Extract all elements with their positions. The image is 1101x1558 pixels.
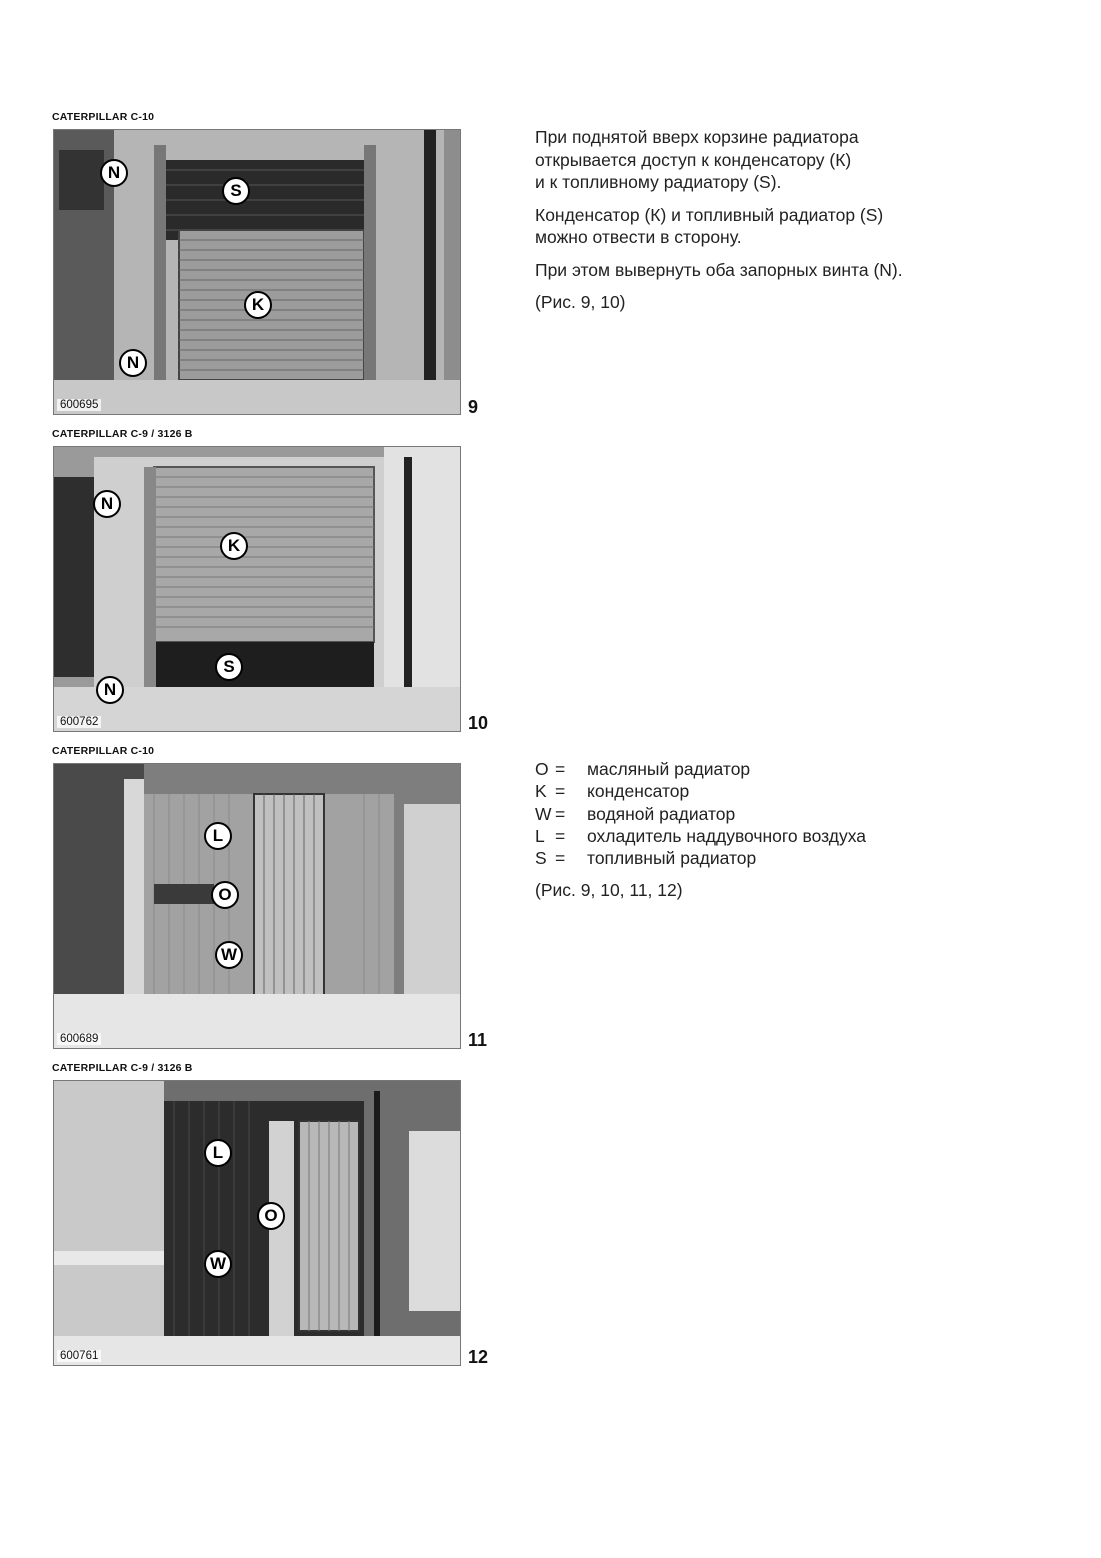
- photo-illustration: [54, 764, 460, 1048]
- callout-k: K: [220, 532, 248, 560]
- text-line: можно отвести в сторону.: [535, 227, 742, 247]
- legend-desc: конденсатор: [587, 781, 690, 802]
- legend: O = масляный радиатор K = конденсатор W …: [535, 758, 866, 902]
- photo-id: 600762: [57, 716, 102, 728]
- text-line: и к топливному радиатору (S).: [535, 172, 782, 192]
- callout-l: L: [204, 1139, 232, 1167]
- legend-equals: =: [555, 803, 566, 824]
- callout-o: O: [257, 1202, 285, 1230]
- legend-row: S = топливный радиатор: [535, 847, 866, 869]
- callout-n: N: [96, 676, 124, 704]
- legend-row: L = охладитель наддувочного воздуха: [535, 825, 866, 847]
- legend-desc: водяной радиатор: [587, 803, 736, 824]
- figure-number: 10: [468, 713, 489, 733]
- legend-key: W: [535, 803, 552, 824]
- legend-key: O: [535, 759, 549, 779]
- paragraph: При поднятой вверх корзине радиатора отк…: [535, 126, 1055, 194]
- text-line: При поднятой вверх корзине радиатора: [535, 127, 859, 147]
- photo-id: 600689: [57, 1033, 102, 1045]
- text-line: Конденсатор (К) и топливный радиатор (S): [535, 204, 884, 225]
- callout-l: L: [204, 822, 232, 850]
- figure-caption: CATERPILLAR C-10: [52, 745, 155, 757]
- paragraph: Конденсатор (К) и топливный радиатор (S)…: [535, 204, 1055, 249]
- legend-row: K = конденсатор: [535, 780, 866, 802]
- photo-id: 600761: [57, 1350, 102, 1362]
- photo-radiator-basket-fig10: N K S N 600762: [53, 446, 461, 732]
- legend-equals: =: [555, 848, 566, 869]
- legend-desc: охладитель наддувочного воздуха: [587, 825, 867, 846]
- figure-reference: (Рис. 9, 10): [535, 291, 1055, 314]
- photo-radiator-fig11: L O W 600689: [53, 763, 461, 1049]
- callout-w: W: [204, 1250, 232, 1278]
- instructions-text: При поднятой вверх корзине радиатора отк…: [535, 126, 1055, 324]
- figure-number: 11: [468, 1030, 488, 1050]
- callout-n: N: [119, 349, 147, 377]
- paragraph: При этом вывернуть оба запорных винта (N…: [535, 259, 1055, 282]
- callout-n: N: [93, 490, 121, 518]
- legend-row: O = масляный радиатор: [535, 758, 866, 780]
- callout-n: N: [100, 159, 128, 187]
- photo-radiator-basket-fig9: N S K N 600695: [53, 129, 461, 415]
- callout-o: O: [211, 881, 239, 909]
- callout-s: S: [215, 653, 243, 681]
- legend-key: L: [535, 825, 545, 846]
- figure-caption: CATERPILLAR C-9 / 3126 B: [52, 428, 193, 440]
- figure-number: 9: [468, 397, 479, 417]
- photo-illustration: [54, 447, 460, 731]
- legend-equals: =: [555, 825, 566, 846]
- legend-desc: масляный радиатор: [587, 759, 751, 779]
- photo-id: 600695: [57, 399, 102, 411]
- text-line: При этом вывернуть оба запорных винта (N…: [535, 259, 903, 280]
- callout-s: S: [222, 177, 250, 205]
- legend-desc: топливный радиатор: [587, 848, 757, 869]
- figure-number: 12: [468, 1347, 489, 1367]
- figure-reference: (Рис. 9, 10, 11, 12): [535, 880, 683, 901]
- legend-row: W = водяной радиатор: [535, 803, 866, 825]
- figure-caption: CATERPILLAR C-9 / 3126 B: [52, 1062, 193, 1074]
- photo-radiator-fig12: L O W 600761: [53, 1080, 461, 1366]
- legend-equals: =: [555, 781, 566, 802]
- legend-key: S: [535, 848, 547, 869]
- text-line: открывается доступ к конденсатору (К): [535, 149, 852, 170]
- photo-illustration: [54, 1081, 460, 1365]
- callout-k: K: [244, 291, 272, 319]
- legend-equals: =: [555, 759, 566, 779]
- figure-caption: CATERPILLAR C-10: [52, 111, 155, 123]
- text-line: (Рис. 9, 10): [535, 292, 626, 312]
- callout-w: W: [215, 941, 243, 969]
- legend-key: K: [535, 781, 547, 802]
